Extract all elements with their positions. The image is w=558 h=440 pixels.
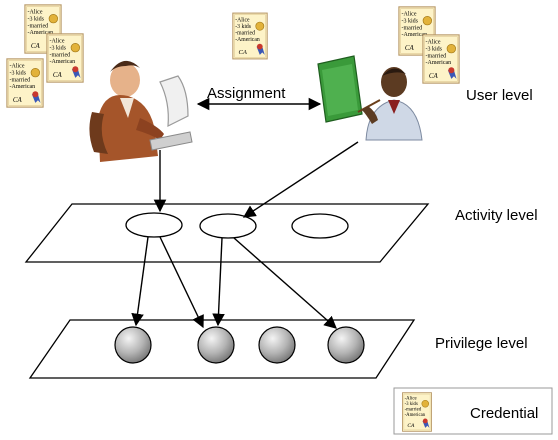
- presenter-with-board-icon: [317, 55, 423, 141]
- activity-node: [199, 213, 257, 239]
- credential-stack-left: [6, 4, 84, 108]
- sphere-icon: [327, 326, 365, 364]
- user-activity-arrow: [242, 141, 359, 218]
- privilege-level-label: Privilege level: [435, 335, 528, 352]
- certificate-icon: [46, 33, 84, 83]
- sphere-icon: [114, 326, 152, 364]
- certificate-icon: [402, 392, 432, 432]
- legend: Credential: [393, 387, 553, 435]
- certificate-icon: [232, 12, 268, 60]
- activity-plane: [24, 203, 430, 263]
- activity-privilege-arrow: [159, 236, 204, 329]
- certificate-icon: [6, 58, 44, 108]
- activity-privilege-arrow: [233, 237, 337, 329]
- person-at-computer-icon: [89, 60, 193, 162]
- user-level-label: User level: [466, 87, 533, 104]
- assignment-label: Assignment: [207, 85, 286, 102]
- activity-privilege-arrow: [212, 237, 225, 327]
- legend-credential-label: Credential: [470, 405, 538, 422]
- activity-level-label: Activity level: [455, 207, 538, 224]
- activity-node: [125, 212, 183, 238]
- credential-stack-right: [398, 6, 460, 84]
- activity-privilege-arrow: [131, 236, 149, 327]
- activity-node: [291, 213, 349, 239]
- sphere-icon: [197, 326, 235, 364]
- privilege-plane: [28, 319, 416, 379]
- certificate-icon: [422, 34, 460, 84]
- sphere-icon: [258, 326, 296, 364]
